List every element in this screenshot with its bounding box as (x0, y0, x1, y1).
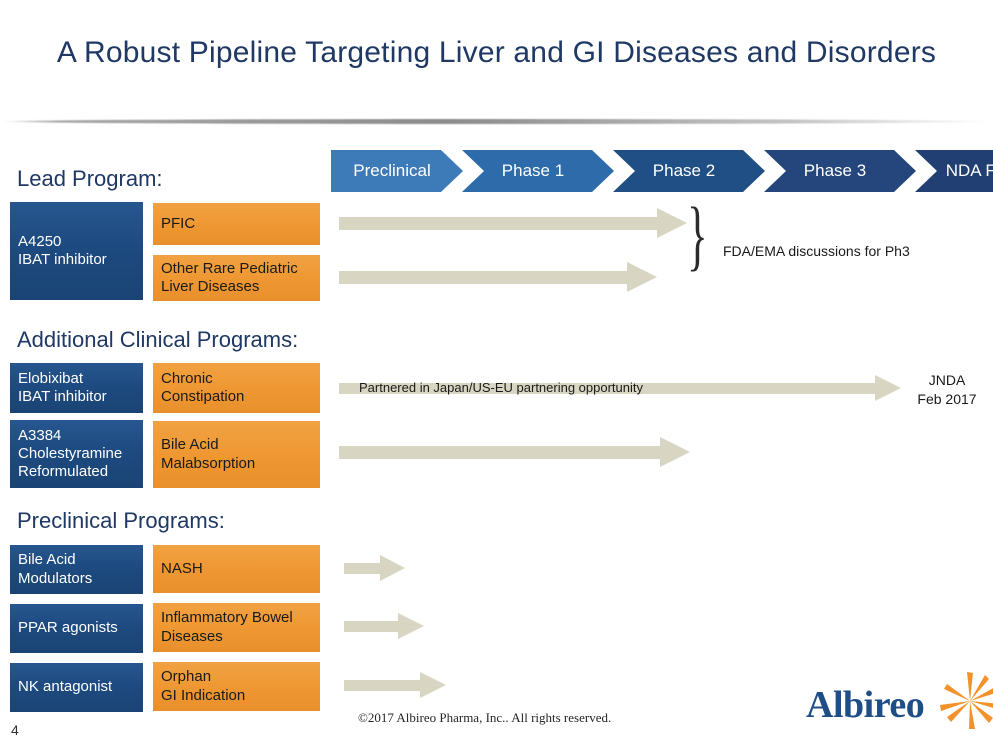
phase-label: Phase 2 (652, 161, 716, 180)
page-number: 4 (11, 722, 19, 738)
curly-brace-icon: } (687, 191, 708, 278)
program-box-a4250[interactable]: A4250 IBAT inhibitor (10, 202, 143, 300)
indication-line: Liver Diseases (161, 278, 260, 295)
indication-box-other-rare-pediatric-liver-diseases[interactable]: Other Rare Pediatric Liver Diseases (153, 255, 320, 301)
progress-arrow-elobixibat-partnering (339, 375, 909, 401)
logo-wordmark: Albireo (806, 684, 925, 726)
program-box-nk-antagonist[interactable]: NK antagonist (10, 663, 143, 712)
program-box-a3384[interactable]: A3384 Cholestyramine Reformulated (10, 420, 143, 488)
indication-line: NASH (161, 559, 203, 577)
starburst-icon (940, 672, 993, 729)
milestone-jnda: JNDA Feb 2017 (905, 371, 989, 409)
milestone-line: Feb 2017 (917, 390, 977, 407)
indication-line: Orphan (161, 668, 212, 686)
indication-box-orphan-gi-indication[interactable]: Orphan GI Indication (153, 662, 320, 711)
phase-chevron-phase-1[interactable]: Phase 1 (462, 150, 614, 192)
program-line: IBAT inhibitor (18, 388, 107, 405)
indication-line: Diseases (161, 627, 223, 645)
program-line: Modulators (18, 569, 93, 587)
indication-line: Constipation (161, 388, 245, 405)
program-box-ppar-agonists[interactable]: PPAR agonists (10, 604, 143, 653)
program-line: IBAT inhibitor (18, 251, 107, 268)
program-line: A4250 (18, 232, 62, 250)
indication-box-chronic-constipation[interactable]: Chronic Constipation (153, 363, 320, 413)
indication-line: Inflammatory Bowel (161, 609, 293, 627)
indication-box-nash[interactable]: NASH (153, 545, 320, 593)
section-heading-lead-program: Lead Program: (17, 166, 163, 191)
program-line: PPAR agonists (18, 619, 118, 637)
program-line: NK antagonist (18, 678, 113, 696)
milestone-line: JNDA (928, 372, 966, 388)
phase-chevron-phase-3[interactable]: Phase 3 (764, 150, 916, 192)
phase-chevron-phase-2[interactable]: Phase 2 (613, 150, 765, 192)
indication-box-inflammatory-bowel-diseases[interactable]: Inflammatory Bowel Diseases (153, 603, 320, 652)
copyright-notice: ©2017 Albireo Pharma, Inc.. All rights r… (358, 710, 612, 725)
phase-label: Preclinical (353, 161, 431, 180)
progress-arrow-inflammatory-bowel-diseases (344, 613, 426, 639)
phase-chevron-nda-filed[interactable]: NDA Filed (915, 150, 993, 192)
indication-box-bile-acid-malabsorption[interactable]: Bile Acid Malabsorption (153, 421, 320, 488)
section-heading-additional-clinical-programs: Additional Clinical Programs: (17, 327, 299, 352)
phase-label: NDA Filed (945, 161, 993, 180)
phase-label: Phase 3 (803, 161, 867, 180)
indication-line: Malabsorption (161, 454, 256, 472)
progress-arrow-other-rare-pediatric-liver-diseases (339, 262, 659, 292)
phase-header-bar: Preclinical Phase 1 Phase 2 Phase 3 NDA … (331, 150, 993, 192)
progress-arrow-pfic (339, 208, 687, 238)
title-divider (0, 119, 993, 124)
progress-arrow-orphan-gi-indication (344, 672, 448, 698)
phase-label: Phase 1 (501, 161, 565, 180)
page-title: A Robust Pipeline Targeting Liver and GI… (56, 36, 937, 69)
program-line: Elobixibat (18, 369, 84, 387)
indication-line: Other Rare Pediatric (161, 259, 298, 277)
arrow-label-partnering: Partnered in Japan/US-EU partnering oppo… (359, 380, 643, 395)
program-box-elobixibat[interactable]: Elobixibat IBAT inhibitor (10, 363, 143, 413)
indication-line: PFIC (161, 214, 196, 232)
program-line: A3384 (18, 426, 62, 444)
program-line: Cholestyramine (18, 444, 123, 462)
program-box-bile-acid-modulators[interactable]: Bile Acid Modulators (10, 545, 143, 594)
albireo-logo: Albireo (806, 672, 993, 734)
progress-arrow-nash (344, 555, 406, 581)
indication-line: GI Indication (161, 686, 246, 704)
indication-box-pfic[interactable]: PFIC (153, 203, 320, 245)
progress-arrow-bile-acid-malabsorption (339, 437, 691, 467)
indication-line: Bile Acid (161, 436, 219, 454)
section-heading-preclinical-programs: Preclinical Programs: (17, 508, 225, 533)
program-line: Reformulated (18, 463, 109, 481)
phase-chevron-preclinical[interactable]: Preclinical (331, 150, 463, 192)
program-line: Bile Acid (18, 551, 76, 569)
indication-line: Chronic (161, 369, 213, 387)
annotation-fda-ema-discussions: FDA/EMA discussions for Ph3 (723, 243, 910, 259)
